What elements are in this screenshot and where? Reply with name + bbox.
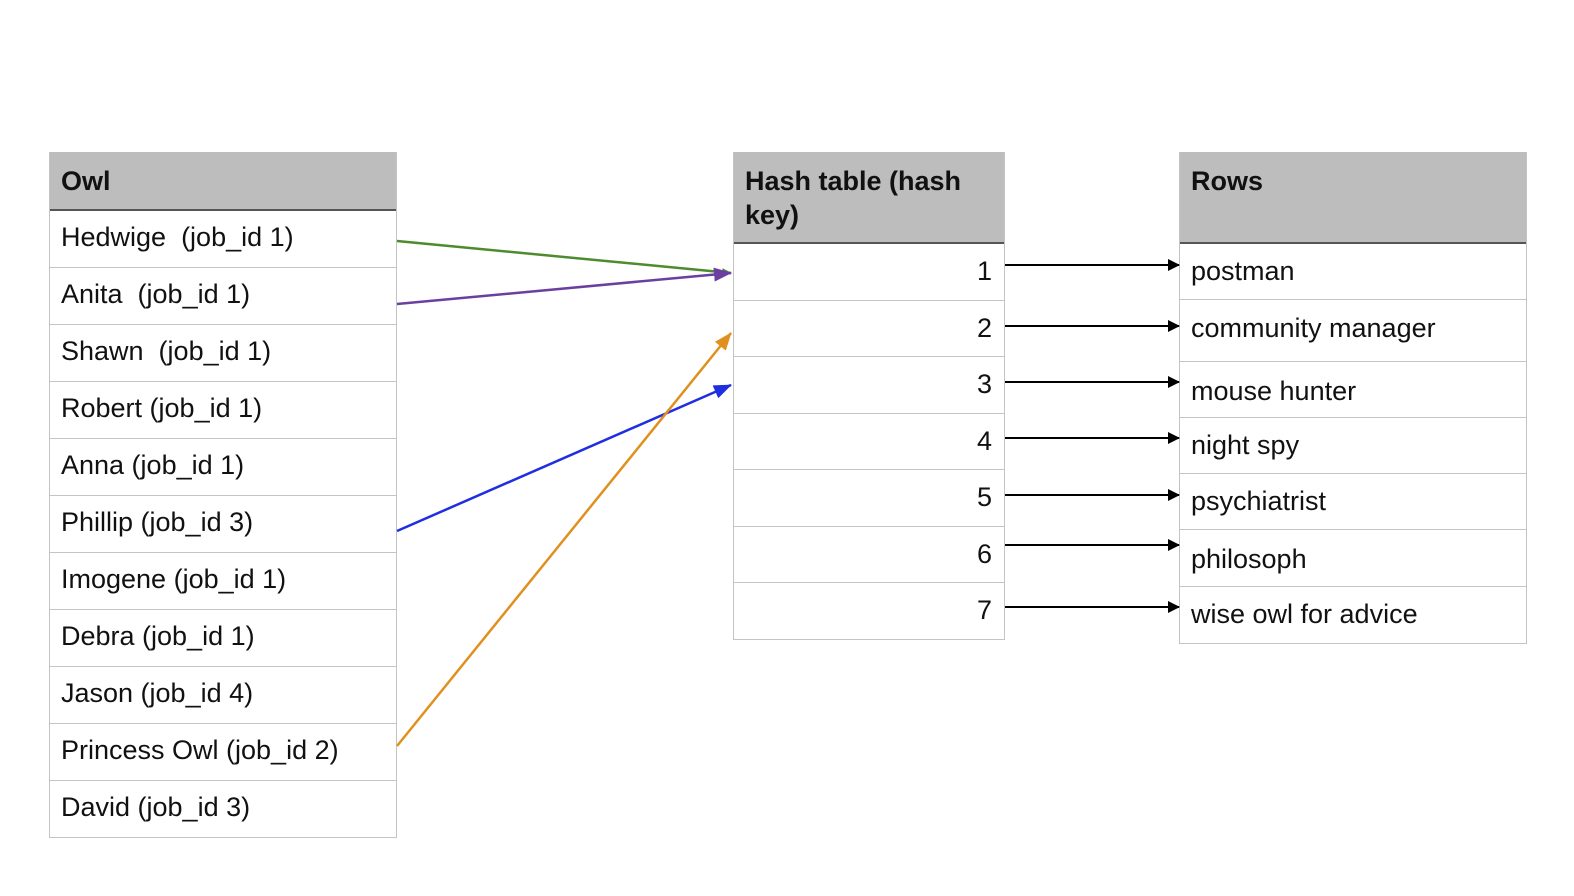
job-row-label: night spy <box>1191 430 1300 460</box>
job-row: postman <box>1180 244 1526 300</box>
link-anita-to-key-1 <box>396 267 732 306</box>
hash-key-row: 2 <box>734 301 1004 357</box>
owl-row: Phillip (job_id 3) <box>50 496 396 553</box>
owl-row: Jason (job_id 4) <box>50 667 396 724</box>
hash-key-label: 6 <box>976 538 992 569</box>
owl-table-header: Owl <box>50 152 396 211</box>
owl-row-label: Shawn (job_id 1) <box>61 336 272 366</box>
job-row: mouse hunter <box>1180 362 1526 418</box>
owl-row: Shawn (job_id 1) <box>50 325 396 382</box>
hash-table-header: Hash table (hash key) <box>734 152 1004 244</box>
owl-row-label: Hedwige (job_id 1) <box>61 222 294 252</box>
link-phillip-to-key-3 <box>396 383 732 533</box>
rows-table-header: Rows <box>1180 152 1526 244</box>
hash-key-label: 2 <box>976 312 992 343</box>
hash-key-row: 1 <box>734 244 1004 301</box>
owl-row: Debra (job_id 1) <box>50 610 396 667</box>
owl-row-label: David (job_id 3) <box>61 792 251 822</box>
job-row-label: community manager <box>1191 313 1436 343</box>
hash-table: Hash table (hash key) 1 2 3 4 5 6 7 <box>733 152 1005 640</box>
owl-row-label: Jason (job_id 4) <box>61 678 254 708</box>
owl-row: Imogene (job_id 1) <box>50 553 396 610</box>
job-row-label: psychiatrist <box>1191 486 1327 516</box>
job-row: night spy <box>1180 418 1526 474</box>
hash-key-row: 7 <box>734 583 1004 640</box>
owl-row: Anna (job_id 1) <box>50 439 396 496</box>
hash-key-label: 5 <box>976 482 992 512</box>
hash-key-label: 1 <box>976 256 992 286</box>
job-row-label: mouse hunter <box>1191 376 1357 406</box>
owl-table: Owl Hedwige (job_id 1) Anita (job_id 1) … <box>49 152 397 838</box>
job-row-label: postman <box>1191 256 1295 286</box>
job-row-label: wise owl for advice <box>1191 599 1418 629</box>
owl-row: Hedwige (job_id 1) <box>50 211 396 268</box>
hash-key-row: 3 <box>734 357 1004 414</box>
hash-key-row: 4 <box>734 414 1004 470</box>
hash-key-label: 4 <box>976 425 992 456</box>
link-princess-owl-to-key-2 <box>396 332 732 747</box>
owl-row-label: Anita (job_id 1) <box>61 279 251 309</box>
owl-row-label: Imogene (job_id 1) <box>61 564 287 594</box>
owl-row-label: Anna (job_id 1) <box>61 450 245 480</box>
hash-key-row: 5 <box>734 470 1004 527</box>
owl-row: Robert (job_id 1) <box>50 382 396 439</box>
job-row: psychiatrist <box>1180 474 1526 530</box>
hash-key-row: 6 <box>734 527 1004 583</box>
owl-row-label: Debra (job_id 1) <box>61 621 255 651</box>
owl-row: David (job_id 3) <box>50 781 396 838</box>
owl-row: Princess Owl (job_id 2) <box>50 724 396 781</box>
owl-row: Anita (job_id 1) <box>50 268 396 325</box>
hash-key-label: 7 <box>976 595 992 625</box>
hash-key-label: 3 <box>976 369 992 399</box>
job-row-label: philosoph <box>1191 544 1307 574</box>
rows-table: Rows postman community manager mouse hun… <box>1179 152 1527 644</box>
owl-row-label: Princess Owl (job_id 2) <box>61 735 339 765</box>
owl-row-label: Robert (job_id 1) <box>61 393 263 423</box>
job-row: community manager <box>1180 300 1526 362</box>
job-row: wise owl for advice <box>1180 587 1526 644</box>
owl-row-label: Phillip (job_id 3) <box>61 507 254 537</box>
job-row: philosoph <box>1180 530 1526 587</box>
link-hedwige-to-key-1 <box>396 239 732 277</box>
